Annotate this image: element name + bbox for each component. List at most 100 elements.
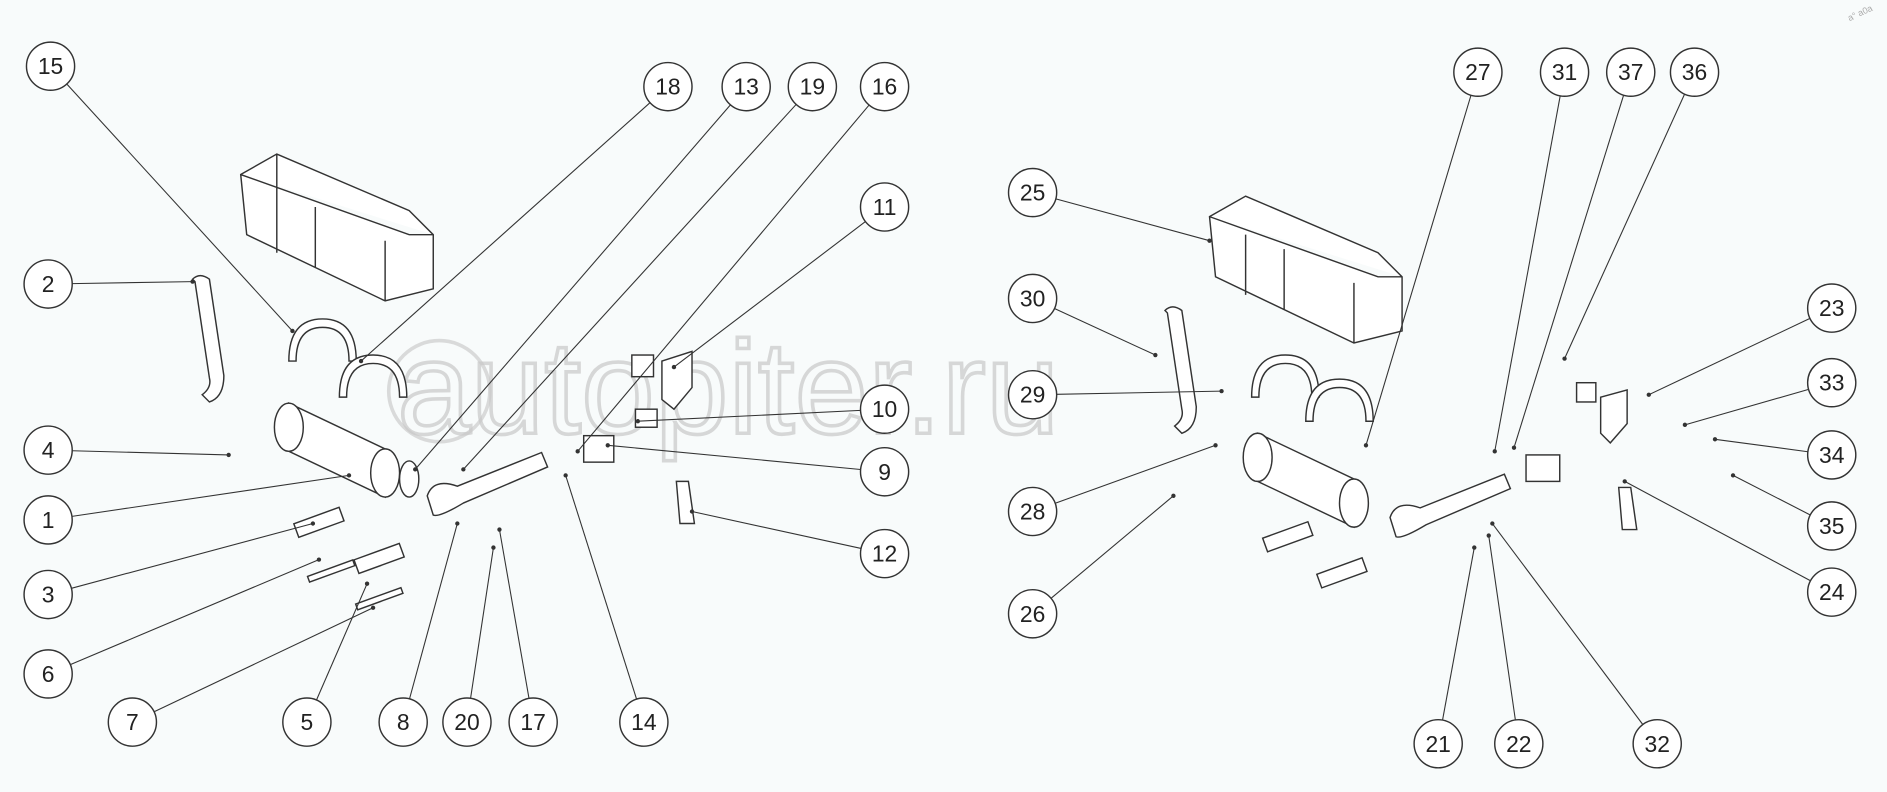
callout-30: 30	[1007, 273, 1058, 324]
leader-line-28	[1055, 444, 1216, 504]
elbow-right	[1599, 388, 1628, 444]
callout-circle	[859, 384, 910, 434]
callout-number: 34	[1819, 442, 1845, 468]
callout-number: 17	[520, 709, 545, 735]
callout-circle	[378, 697, 428, 747]
callout-7: 7	[107, 697, 158, 747]
leader-arrow-4	[226, 452, 231, 458]
callout-number: 26	[1020, 601, 1045, 627]
leader-arrow-17	[497, 527, 502, 532]
callout-24: 24	[1806, 567, 1857, 617]
callout-26: 26	[1007, 588, 1058, 639]
callout-number: 16	[872, 74, 897, 100]
clamp-18	[338, 354, 408, 398]
callout-circle	[107, 697, 158, 747]
callout-circle	[859, 61, 910, 112]
leader-arrow-5	[364, 581, 370, 586]
flange-right	[1575, 381, 1597, 403]
callout-circle	[23, 425, 73, 475]
leader-arrow-19	[461, 467, 466, 472]
elbow-11	[661, 350, 693, 411]
leader-arrow-20	[491, 545, 496, 550]
callout-circle	[1806, 357, 1857, 408]
callout-number: 11	[873, 194, 897, 220]
bracket-3	[292, 506, 345, 539]
clamp-right-1	[1250, 354, 1320, 398]
leader-line-11	[673, 221, 866, 368]
callout-number: 3	[42, 582, 55, 608]
leader-line-8	[408, 523, 458, 700]
callout-27: 27	[1453, 47, 1503, 98]
callout-37: 37	[1605, 47, 1656, 98]
callout-22: 22	[1494, 718, 1544, 769]
callout-10: 10	[859, 384, 910, 434]
leader-arrow-23	[1646, 392, 1651, 397]
callout-circle	[721, 61, 771, 112]
leader-arrow-3	[310, 521, 316, 526]
callout-32: 32	[1632, 718, 1683, 769]
callout-circle	[23, 259, 73, 309]
callout-33: 33	[1806, 357, 1857, 408]
elbow-pipe-right	[1389, 473, 1512, 538]
leader-line-34	[1714, 438, 1808, 453]
callout-circle	[1806, 567, 1857, 617]
callout-circle	[1007, 369, 1058, 420]
callout-circle	[25, 41, 76, 91]
callout-8: 8	[378, 697, 428, 747]
leader-line-23	[1648, 317, 1811, 396]
callout-number: 5	[301, 709, 314, 735]
callout-number: 8	[397, 709, 410, 735]
leader-line-15	[66, 83, 293, 332]
leader-line-6	[70, 559, 320, 666]
callout-15: 15	[25, 41, 76, 91]
callout-circle	[1539, 47, 1590, 98]
leader-line-37	[1513, 95, 1625, 448]
callout-number: 4	[42, 437, 55, 463]
leader-arrow-32	[1490, 521, 1495, 526]
leader-arrow-25	[1207, 238, 1212, 243]
leader-line-2	[72, 281, 193, 285]
bracket-right-2	[1315, 556, 1368, 589]
leader-line-26	[1050, 495, 1174, 599]
callout-13: 13	[721, 61, 771, 112]
callout-number: 14	[631, 709, 657, 735]
leader-arrow-7	[370, 605, 376, 610]
callout-1: 1	[23, 495, 73, 545]
callout-16: 16	[859, 61, 910, 112]
callout-circle	[787, 61, 838, 112]
left-assembly-parts	[191, 153, 696, 611]
leader-line-7	[153, 607, 374, 713]
leader-line-25	[1055, 198, 1210, 242]
callout-23: 23	[1806, 283, 1857, 333]
callout-circle	[1494, 718, 1544, 769]
leader-arrow-13	[413, 467, 418, 472]
callout-circle	[1806, 430, 1857, 480]
callout-circle	[1669, 47, 1720, 98]
leader-line-27	[1365, 95, 1472, 446]
callout-4: 4	[23, 425, 73, 475]
callout-number: 35	[1819, 513, 1844, 539]
callout-number: 23	[1819, 295, 1844, 321]
battery-box-25	[1208, 195, 1403, 344]
leader-line-32	[1491, 523, 1644, 725]
callout-number: 28	[1020, 498, 1045, 524]
flex-pipe-right	[1525, 454, 1561, 483]
leader-arrow-18	[358, 358, 364, 364]
flex-pipe-14	[582, 434, 615, 463]
callout-circle	[859, 528, 910, 579]
callout-number: 21	[1425, 731, 1450, 757]
intake-pipe	[191, 274, 225, 403]
callout-number: 7	[126, 709, 139, 735]
leader-arrow-2	[190, 279, 195, 284]
callout-circle	[23, 569, 73, 620]
leader-arrow-24	[1622, 479, 1627, 484]
callout-19: 19	[787, 61, 838, 112]
leader-line-18	[360, 102, 651, 362]
leader-arrow-26	[1171, 493, 1176, 499]
leader-arrow-37	[1511, 445, 1517, 450]
strap-7	[354, 586, 404, 611]
leader-arrow-15	[290, 328, 295, 334]
callout-number: 18	[655, 74, 680, 100]
leader-arrow-29	[1219, 388, 1224, 394]
